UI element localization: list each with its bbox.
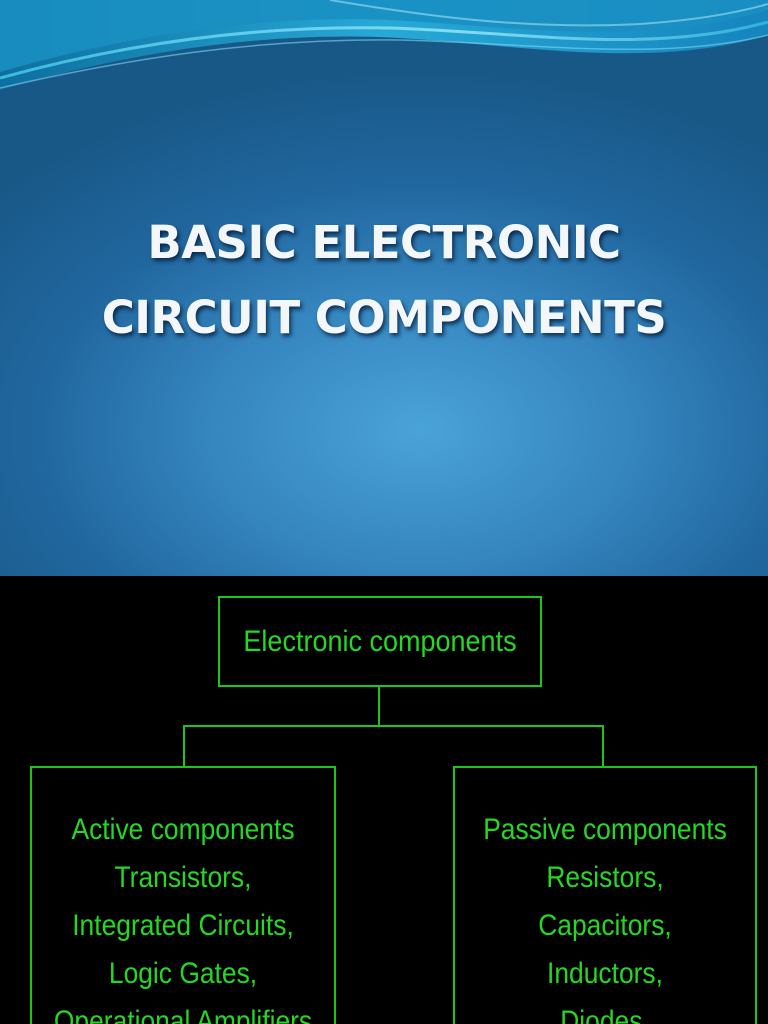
list-item: Transistors, <box>114 861 252 894</box>
active-heading: Active components <box>71 813 295 846</box>
list-item: Capacitors, <box>538 909 672 942</box>
root-node-box: Electronic components <box>218 596 542 687</box>
components-diagram-slide: Electronic components Active components … <box>0 576 768 1024</box>
active-components-box: Active components Transistors, Integrate… <box>30 766 336 1024</box>
list-item: Inductors, <box>547 957 663 990</box>
wave-decoration <box>0 0 768 90</box>
connector-right-down <box>602 725 604 766</box>
list-item: Resistors, <box>546 861 664 894</box>
list-item: Integrated Circuits, <box>72 909 294 942</box>
title-line-1: BASIC ELECTRONIC <box>147 216 621 269</box>
active-components-list: Active components Transistors, Integrate… <box>12 806 354 1024</box>
connector-root-down <box>378 687 380 727</box>
list-item: Logic Gates, <box>108 957 258 990</box>
passive-heading: Passive components <box>483 813 727 846</box>
slide-title: BASIC ELECTRONIC CIRCUIT COMPONENTS <box>0 205 768 355</box>
list-item: Diodes, <box>560 1005 650 1024</box>
connector-horizontal <box>183 725 604 727</box>
connector-left-down <box>183 725 185 766</box>
list-item: Operational Amplifiers <box>53 1005 313 1024</box>
root-node-label: Electronic components <box>243 625 517 658</box>
passive-components-box: Passive components Resistors, Capacitors… <box>453 766 757 1024</box>
passive-components-list: Passive components Resistors, Capacitors… <box>435 806 768 1024</box>
title-line-2: CIRCUIT COMPONENTS <box>101 291 667 344</box>
title-slide: BASIC ELECTRONIC CIRCUIT COMPONENTS <box>0 0 768 576</box>
